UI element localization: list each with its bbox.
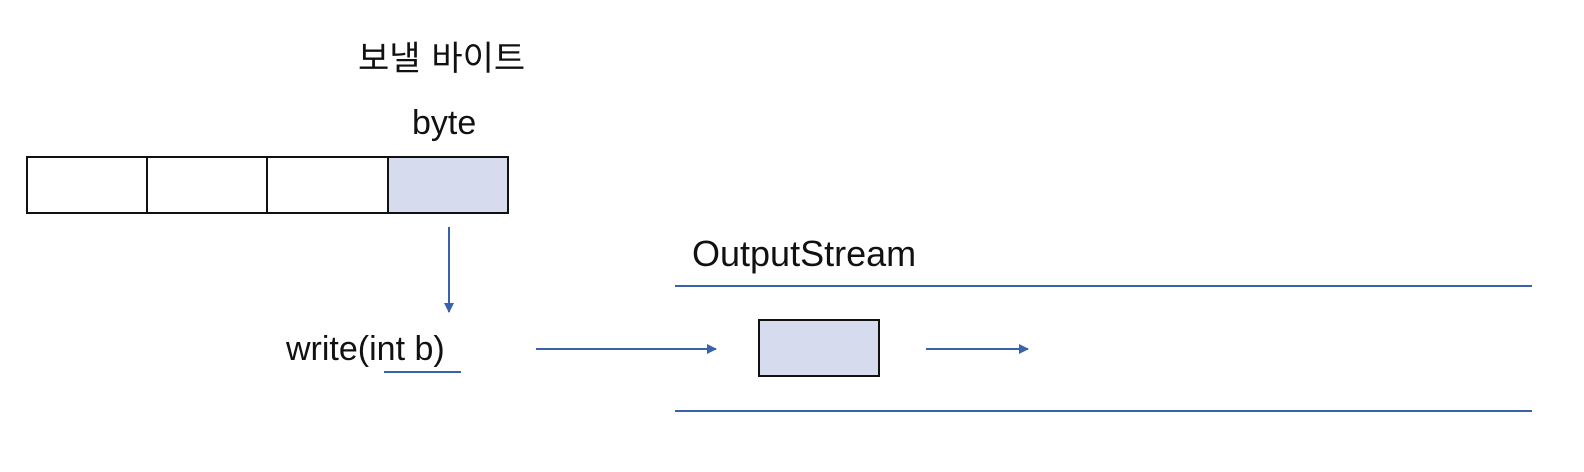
write-method-label: write(int b) <box>286 330 445 368</box>
byte-cell-1 <box>26 156 148 214</box>
byte-array <box>26 156 509 214</box>
byte-cell-2 <box>146 156 268 214</box>
stream-byte <box>758 319 880 377</box>
outputstream-label: OutputStream <box>692 233 917 274</box>
byte-cell-3 <box>266 156 389 214</box>
header-label: 보낼 바이트 <box>358 39 526 79</box>
byte-cell-highlighted <box>387 156 509 214</box>
byte-label: byte <box>412 104 477 142</box>
